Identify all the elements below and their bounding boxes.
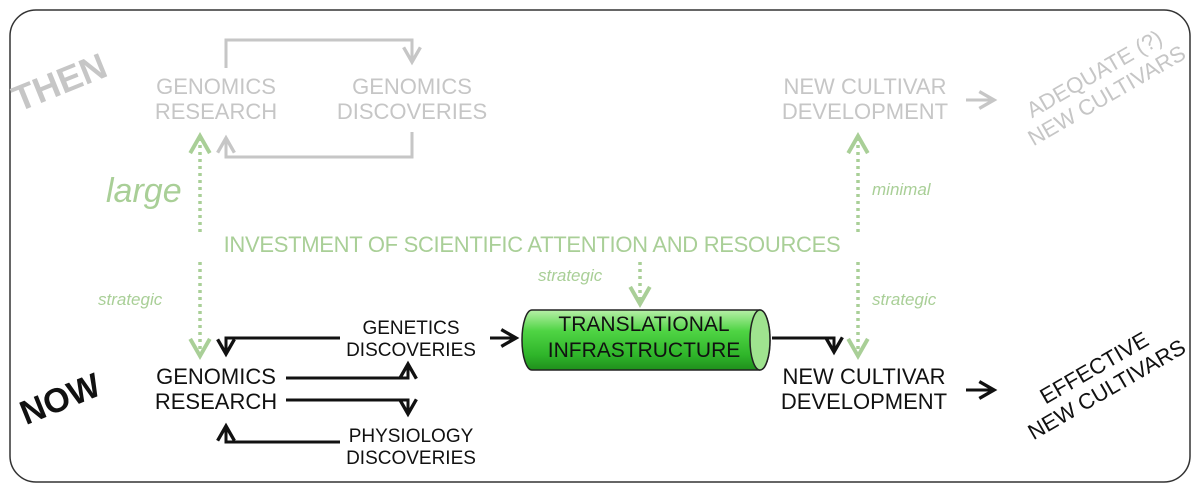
- physiology-discoveries: PHYSIOLOGY DISCOVERIES: [346, 426, 476, 469]
- minimal-label: minimal: [872, 180, 931, 199]
- strategic-right-label: strategic: [872, 290, 937, 309]
- tube-to-cultivar-arrow: [772, 336, 844, 356]
- outer-frame: [9, 9, 1191, 483]
- research-to-physiology-arrow: [286, 398, 418, 418]
- then-loop-top-arrow: [224, 38, 422, 68]
- then-new-cultivar-development: NEW CULTIVAR DEVELOPMENT: [781, 74, 949, 125]
- strategic-left-label: strategic: [98, 290, 163, 309]
- translational-tube: [521, 309, 771, 371]
- large-label: large: [106, 172, 182, 210]
- translational-infrastructure-label: TRANSLATIONAL INFRASTRUCTURE: [547, 313, 741, 362]
- then-genomics-discoveries: GENOMICS DISCOVERIES: [336, 74, 488, 125]
- genetics-to-research-arrow: [216, 336, 340, 358]
- then-loop-bottom-arrow: [216, 132, 414, 159]
- strategic-center-label: strategic: [538, 266, 603, 285]
- now-new-cultivar-development: NEW CULTIVAR DEVELOPMENT: [780, 364, 948, 415]
- physiology-to-research-arrow: [216, 422, 340, 444]
- investment-label: INVESTMENT OF SCIENTIFIC ATTENTION AND R…: [223, 232, 841, 257]
- then-genomics-research: GENOMICS RESEARCH: [154, 74, 278, 125]
- now-genomics-research: GENOMICS RESEARCH: [154, 364, 278, 415]
- research-to-genetics-arrow: [286, 360, 418, 380]
- genetics-discoveries: GENETICS DISCOVERIES: [346, 318, 476, 361]
